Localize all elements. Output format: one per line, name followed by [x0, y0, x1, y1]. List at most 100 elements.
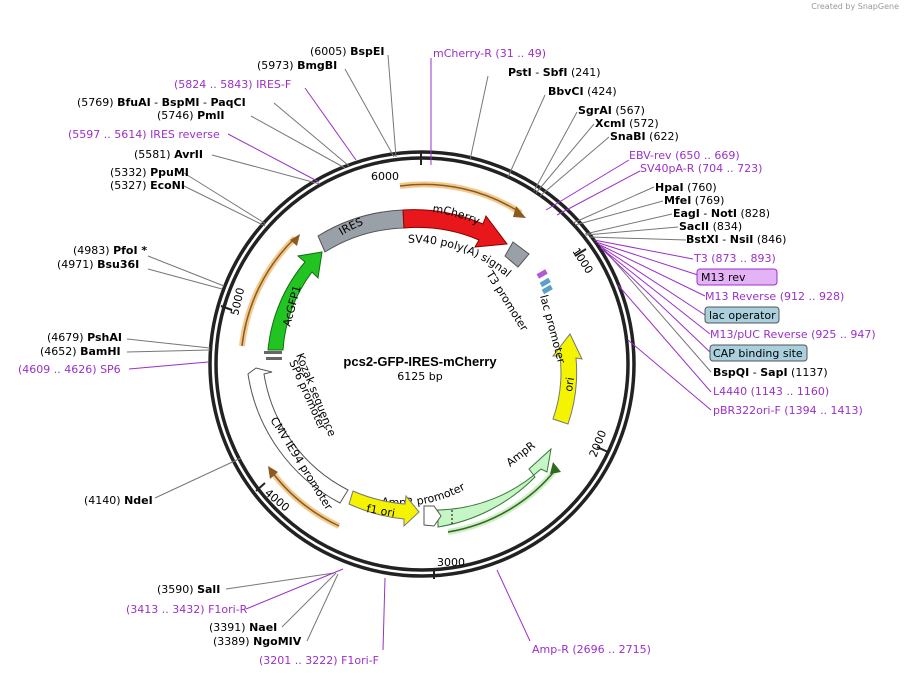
- svg-text:(5327) EcoNI: (5327) EcoNI: [110, 179, 185, 192]
- enz-bspmi: BspMI: [162, 96, 200, 109]
- tick-6000: 6000: [371, 170, 399, 183]
- feature-mcherry[interactable]: [402, 209, 508, 248]
- primer-ebv-rev-range: (650 .. 669): [675, 149, 740, 162]
- svg-text:(5769) BfuAI - BspMI - PaqCI: (5769) BfuAI - BspMI - PaqCI: [77, 96, 246, 109]
- enz-ndei: NdeI: [124, 494, 153, 507]
- primer-arc-left-head: [290, 234, 300, 246]
- enz-snabi-pos: (622): [649, 130, 679, 143]
- primer-pbr322ori-f: pBR322ori-F: [713, 404, 781, 417]
- enz-paqci: PaqCI: [210, 96, 245, 109]
- enz-sgrai-pos: (567): [615, 104, 645, 117]
- enz-ndei-pos: (4140): [84, 494, 121, 507]
- svg-text:(3391) NaeI: (3391) NaeI: [209, 621, 277, 634]
- enz-nsii: NsiI: [730, 233, 754, 246]
- cap-binding-box: [709, 344, 808, 362]
- primer-f1ori-f-range: (3201 .. 3222): [259, 654, 338, 667]
- feature-f1-ori-label: f1 ori: [365, 502, 396, 520]
- feature-acgfp1[interactable]: [267, 251, 323, 351]
- svg-text:(5581) AvrII: (5581) AvrII: [134, 148, 203, 161]
- svg-text:(4609 .. 4626) SP6: (4609 .. 4626) SP6: [18, 363, 121, 376]
- feature-ampr-label: AmpR: [504, 439, 538, 470]
- primer-pbr322ori-f-range: (1394 .. 1413): [784, 404, 863, 417]
- svg-text:SgrAI (567): SgrAI (567): [578, 104, 645, 117]
- enz-avrii-pos: (5581): [134, 148, 171, 161]
- enz-bamhi-pos: (4652): [40, 345, 77, 358]
- enz-bbvci: BbvCI: [548, 85, 584, 98]
- enz-avrii: AvrII: [174, 148, 203, 161]
- enz-pmli: PmlI: [197, 109, 224, 122]
- enz-bsu36i: Bsu36I: [97, 258, 139, 271]
- feature-cmv-promoter[interactable]: [247, 367, 349, 504]
- svg-text:(3590) SalI: (3590) SalI: [157, 583, 220, 596]
- primer-t3: T3: [693, 252, 708, 265]
- enz-snabi: SnaBI: [610, 130, 646, 143]
- enz-sacii: SacII: [679, 220, 709, 233]
- feature-ori[interactable]: [551, 333, 583, 425]
- feature-small-mark-1: [264, 351, 282, 354]
- enz-hpai: HpaI: [655, 181, 684, 194]
- feature-m13-rev-box: [536, 269, 548, 279]
- enz-eagi-pos: (828): [741, 207, 771, 220]
- enz-ppumi-pos: (5332): [110, 166, 147, 179]
- primer-ires-f-range: (5824 .. 5843): [174, 78, 253, 91]
- enz-psti: PstI: [508, 66, 532, 79]
- svg-text:(4679) PshAI: (4679) PshAI: [47, 331, 122, 344]
- enz-ngomiv-pos: (3389): [213, 635, 250, 648]
- enz-xcmi: XcmI: [595, 117, 626, 130]
- enz-econi-pos: (5327): [110, 179, 147, 192]
- feature-f1-ori[interactable]: [348, 490, 420, 528]
- primer-sp6-range: (4609 .. 4626): [18, 363, 97, 376]
- feature-m13-rev: M13 rev: [701, 271, 746, 284]
- enz-sgrai: SgrAI: [578, 104, 612, 117]
- svg-text:(4983) PfoI *: (4983) PfoI *: [73, 244, 147, 257]
- svg-text:BspQI - SapI (1137): BspQI - SapI (1137): [713, 366, 828, 379]
- primer-mcherry-r: mCherry-R: [433, 47, 492, 60]
- enz-pfoi-pos: (4983): [73, 244, 110, 257]
- svg-text:SnaBI (622): SnaBI (622): [610, 130, 679, 143]
- feature-ampr[interactable]: [437, 447, 552, 528]
- feature-ampr-promoter-arrow[interactable]: [423, 505, 442, 527]
- enz-bbvci-pos: (424): [587, 85, 617, 98]
- svg-text:(3201 .. 3222) F1ori-F: (3201 .. 3222) F1ori-F: [259, 654, 379, 667]
- plasmid-name: pcs2-GFP-IRES-mCherry: [343, 354, 497, 369]
- enz-bamhi: BamHI: [80, 345, 121, 358]
- leader-lines: [126, 54, 712, 642]
- svg-text:EBV-rev (650 .. 669): EBV-rev (650 .. 669): [629, 149, 740, 162]
- svg-text:T3 (873 .. 893): T3 (873 .. 893): [693, 252, 776, 265]
- enz-mfei: MfeI: [664, 194, 691, 207]
- enz-mfei-pos: (769): [695, 194, 725, 207]
- primer-arc-bottom-right-line: [447, 467, 558, 533]
- enz-pmli-pos: (5746): [157, 109, 194, 122]
- enz-bmgbi: BmgBI: [297, 59, 337, 72]
- svg-text:(5824 .. 5843) IRES-F: (5824 .. 5843) IRES-F: [174, 78, 291, 91]
- enz-naei-pos: (3391): [209, 621, 246, 634]
- snapgene-credit: Created by SnapGene: [811, 2, 899, 11]
- feature-sv40-polya[interactable]: [504, 241, 530, 268]
- primer-f1ori-r-range: (3413 .. 3432): [126, 603, 205, 616]
- primer-ires-f: IRES-F: [256, 78, 291, 91]
- enz-sali: SalI: [197, 583, 220, 596]
- primer-sv40pa-r: SV40pA-R: [640, 162, 695, 175]
- svg-text:mCherry-R (31 .. 49): mCherry-R (31 .. 49): [433, 47, 546, 60]
- enz-ppumi: PpuMI: [150, 166, 189, 179]
- svg-text:(3413 .. 3432) F1ori-R: (3413 .. 3432) F1ori-R: [126, 603, 248, 616]
- enz-pshai-pos: (4679): [47, 331, 84, 344]
- svg-text:MfeI (769): MfeI (769): [664, 194, 724, 207]
- svg-text:pBR322ori-F (1394 .. 1413): pBR322ori-F (1394 .. 1413): [713, 404, 863, 417]
- primer-l4440-range: (1143 .. 1160): [751, 385, 830, 398]
- primer-arc-bottom-left-head: [268, 466, 278, 479]
- enz-bspqi-pos: (1137): [791, 366, 828, 379]
- enz-bmgbi-pos: (5973): [257, 59, 294, 72]
- primer-t3-range: (873 .. 893): [711, 252, 776, 265]
- svg-text:Amp-R (2696 .. 2715): Amp-R (2696 .. 2715): [532, 643, 651, 656]
- svg-text:(5332) PpuMI: (5332) PpuMI: [110, 166, 189, 179]
- enz-sapi: SapI: [760, 366, 787, 379]
- enz-sali-pos: (3590): [157, 583, 194, 596]
- primer-ires-rev: IRES reverse: [150, 128, 220, 141]
- enz-naei: NaeI: [249, 621, 277, 634]
- enz-psti-pos: (241): [571, 66, 601, 79]
- enz-ngomiv: NgoMIV: [253, 635, 302, 648]
- feature-ires[interactable]: [317, 209, 405, 253]
- enz-eagi: EagI: [673, 207, 700, 220]
- svg-text:SV40pA-R (704 .. 723): SV40pA-R (704 .. 723): [640, 162, 762, 175]
